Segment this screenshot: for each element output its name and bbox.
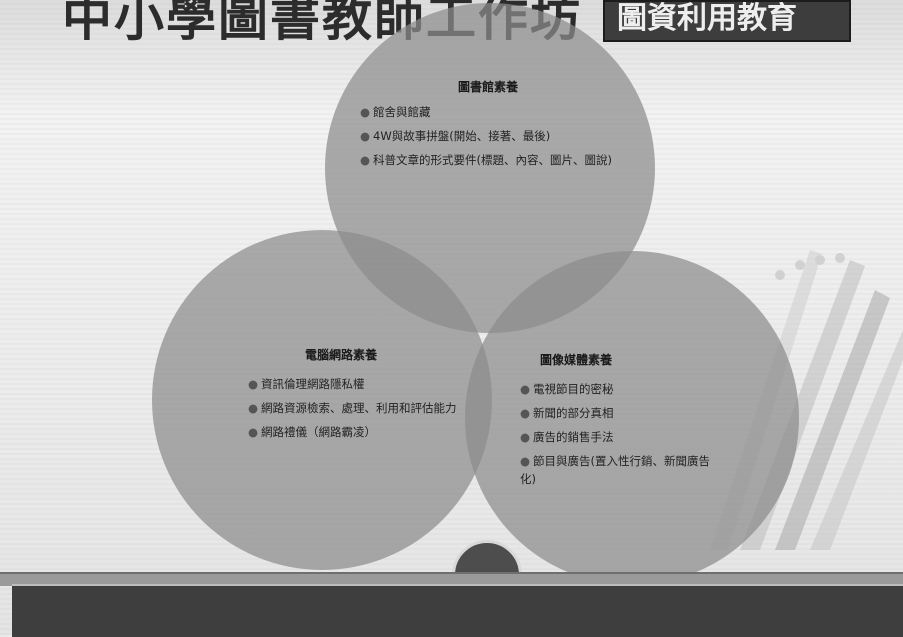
footer-bar <box>12 584 903 637</box>
bullet-icon: ● <box>248 401 259 415</box>
list-item: ●電視節目的密秘 <box>520 382 614 396</box>
venn-circle-library <box>325 3 655 333</box>
bullet-icon: ● <box>360 105 371 119</box>
venn-circle-internet <box>152 230 492 570</box>
list-item: ●資訊倫理網路隱私權 <box>248 377 365 391</box>
library-literacy-list: ●館舍與館藏 ●4W與故事拼盤(開始、接著、最後) ●科普文章的形式要件(標題、… <box>360 103 625 175</box>
library-literacy-heading: 圖書館素養 <box>458 80 519 94</box>
bullet-icon: ● <box>248 425 259 439</box>
list-item: ●科普文章的形式要件(標題、內容、圖片、圖說) <box>360 153 613 167</box>
venn-circle-media <box>465 251 799 585</box>
bullet-icon: ● <box>360 129 371 143</box>
footer-strip <box>0 572 903 586</box>
list-item: ●網路禮儀（網路霸凌） <box>248 425 377 439</box>
internet-literacy-list: ●資訊倫理網路隱私權 ●網路資源檢索、處理、利用和評估能力 ●網路禮儀（網路霸凌… <box>248 375 480 447</box>
list-item: ●4W與故事拼盤(開始、接著、最後) <box>360 129 551 143</box>
media-literacy-heading: 圖像媒體素養 <box>540 353 613 367</box>
list-item: ●廣告的銷售手法 <box>520 430 614 444</box>
media-literacy-list: ●電視節目的密秘 ●新聞的部分真相 ●廣告的銷售手法 ●節目與廣告(置入性行銷、… <box>520 380 720 494</box>
list-item: ●新聞的部分真相 <box>520 406 614 420</box>
bullet-icon: ● <box>248 377 259 391</box>
bullet-icon: ● <box>520 430 531 444</box>
bullet-icon: ● <box>520 454 531 468</box>
bullet-icon: ● <box>360 153 371 167</box>
list-item: ●館舍與館藏 <box>360 105 431 119</box>
slide-title-tag: 圖資利用教育 <box>603 0 851 42</box>
internet-literacy-heading: 電腦網路素養 <box>305 348 378 362</box>
list-item: ●網路資源檢索、處理、利用和評估能力 <box>248 401 457 415</box>
list-item: ●節目與廣告(置入性行銷、新聞廣告化) <box>520 454 711 486</box>
bullet-icon: ● <box>520 382 531 396</box>
bullet-icon: ● <box>520 406 531 420</box>
